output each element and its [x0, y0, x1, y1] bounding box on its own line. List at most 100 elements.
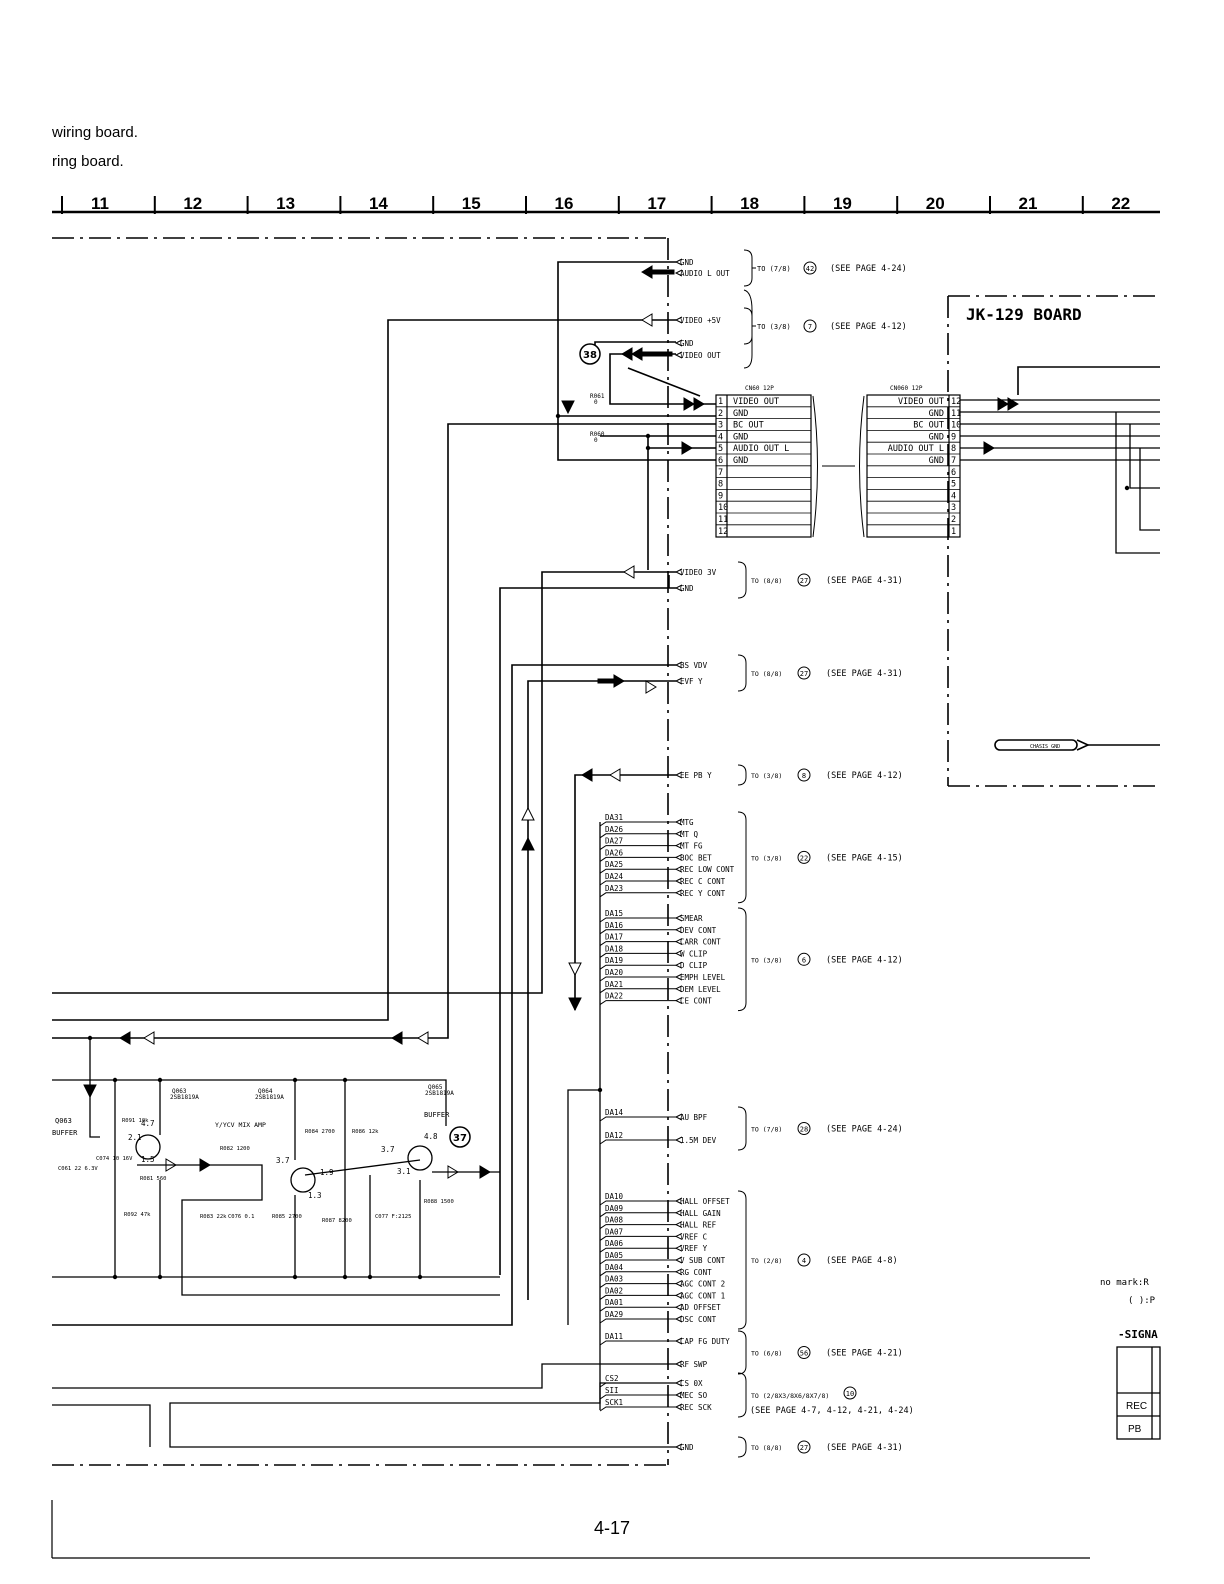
bus-label: DA15 — [605, 909, 623, 918]
connector-pin: 6 — [951, 468, 956, 478]
group-signal-label: VIDEO 3V — [680, 568, 717, 577]
connector-pin-label: GND — [733, 409, 748, 419]
bus-entry — [599, 1318, 676, 1324]
group-ref-page: (SEE PAGE 4-31) — [826, 576, 903, 586]
bus-label: DA05 — [605, 1251, 623, 1260]
group-ref-page: (SEE PAGE 4-8) — [826, 1256, 898, 1266]
group-signal-label: DEV CONT — [680, 926, 717, 935]
signal-chevron — [674, 961, 683, 969]
signal-chevron — [674, 1268, 683, 1276]
bus-entry — [599, 976, 676, 982]
signal-chevron — [674, 938, 683, 946]
group-signal-label: BOC BET — [680, 853, 712, 862]
signal-chevron — [674, 877, 683, 885]
connector-cn60-title: CN60 12P — [745, 385, 774, 392]
group-ref-to: TO (2/8X3/8X6/8X7/8) — [751, 1392, 829, 1400]
bus-label: DA08 — [605, 1216, 624, 1225]
group-ref-num: 10 — [846, 1390, 854, 1398]
group-ref-page: (SEE PAGE 4-24) — [826, 1125, 903, 1135]
connector-pin: 9 — [951, 432, 956, 442]
voltage-label: 4.7 — [141, 1119, 155, 1128]
junction-dot — [87, 1035, 93, 1041]
bus-entry — [599, 1259, 676, 1265]
group-ref-to: TO (2/8) — [751, 1257, 782, 1265]
group-brace — [743, 249, 756, 287]
jk129-board-outline — [947, 295, 1160, 787]
group-signal-label: REC LOW CONT — [680, 865, 735, 874]
bus-entry — [599, 988, 676, 994]
group-signal-label: CARR CONT — [680, 938, 721, 947]
bus-label: DA18 — [605, 944, 624, 953]
connector-pin-label: GND — [929, 409, 944, 419]
junction-dot — [645, 433, 651, 439]
signal-chevron — [674, 1209, 683, 1217]
ref-to: TO (7/8) — [757, 265, 791, 273]
signal-chevron — [674, 258, 683, 266]
bus-entry — [599, 1235, 676, 1241]
voltage-label: 3.7 — [276, 1156, 290, 1165]
connector-pin-label: AUDIO OUT L — [733, 444, 789, 454]
group-ref-to: TO (3/8) — [751, 956, 782, 964]
bus-label: DA07 — [605, 1227, 623, 1236]
marker-38-label: 38 — [583, 350, 597, 361]
group-ref-page: (SEE PAGE 4-31) — [826, 1443, 903, 1453]
group-ref-page: (SEE PAGE 4-12) — [826, 955, 903, 965]
group-ref-page: (SEE PAGE 4-12) — [826, 771, 903, 781]
group-ref-num: 4 — [802, 1257, 806, 1265]
signal-table-rec: REC — [1126, 1401, 1147, 1412]
grid-label-21: 21 — [1019, 194, 1038, 213]
signal-chevron — [674, 842, 683, 850]
bus-label: DA02 — [605, 1286, 623, 1295]
connector-pin: 3 — [718, 421, 723, 431]
bus-entry — [599, 856, 676, 862]
bus-entry — [599, 1000, 676, 1006]
signal-table — [1116, 1346, 1161, 1440]
group-signal-label: V SUB CONT — [680, 1256, 726, 1265]
group-ref-circle — [797, 850, 811, 864]
signal-chevron — [674, 1244, 683, 1252]
bus-entry — [599, 1116, 676, 1122]
bus-entry — [599, 1224, 676, 1230]
signal-chevron — [674, 1391, 683, 1399]
connector-pin-label: BC OUT — [913, 421, 944, 431]
junction-dot — [292, 1274, 298, 1280]
part-label: R085 2700 — [272, 1214, 302, 1220]
bus-entry — [599, 1340, 676, 1346]
connector-pin: 3 — [951, 503, 956, 513]
group-ref-circle — [797, 952, 811, 966]
group-signal-label: EMPH LEVEL — [680, 973, 726, 982]
bus-entry — [599, 952, 676, 958]
connector-cn060-title: CN060 12P — [890, 385, 923, 392]
group-signal-label: CAP FG DUTY — [680, 1337, 730, 1346]
bus-entry — [599, 833, 676, 839]
junction-dot — [555, 413, 561, 419]
bus-label: DA23 — [605, 884, 623, 893]
bus-entry — [599, 821, 676, 827]
voltage-label: 1.3 — [308, 1191, 322, 1200]
connector-pin-label: GND — [929, 456, 944, 466]
connector-pin-label: VIDEO OUT — [898, 397, 944, 407]
group-ref-circle — [797, 1440, 811, 1454]
group-signal-label: BS VDV — [680, 661, 708, 670]
bus-label: DA01 — [605, 1298, 623, 1307]
group-signal-label: AGC CONT 2 — [680, 1280, 725, 1289]
connector-pin: 2 — [951, 515, 956, 525]
connector-pin: 8 — [951, 444, 956, 454]
group-brace — [737, 764, 747, 786]
signal-chevron — [674, 351, 683, 359]
grid-label-13: 13 — [276, 194, 295, 213]
group-signal-label: MEC SO — [680, 1391, 708, 1400]
bus-entry — [599, 941, 676, 947]
bus-label: DA27 — [605, 837, 623, 846]
signal-chevron — [674, 997, 683, 1005]
bus-entry — [599, 1294, 676, 1300]
transistor-role: BUFFER — [52, 1129, 78, 1137]
bus-label: DA16 — [605, 921, 624, 930]
signal-chevron — [674, 889, 683, 897]
jk129-wiring — [960, 399, 1160, 554]
junction-dot — [417, 1274, 423, 1280]
group-signal-label: GND — [680, 1443, 694, 1452]
bus-entry — [599, 845, 676, 851]
connector-pin: 7 — [718, 468, 723, 478]
header-line-2: ring board. — [52, 153, 124, 170]
